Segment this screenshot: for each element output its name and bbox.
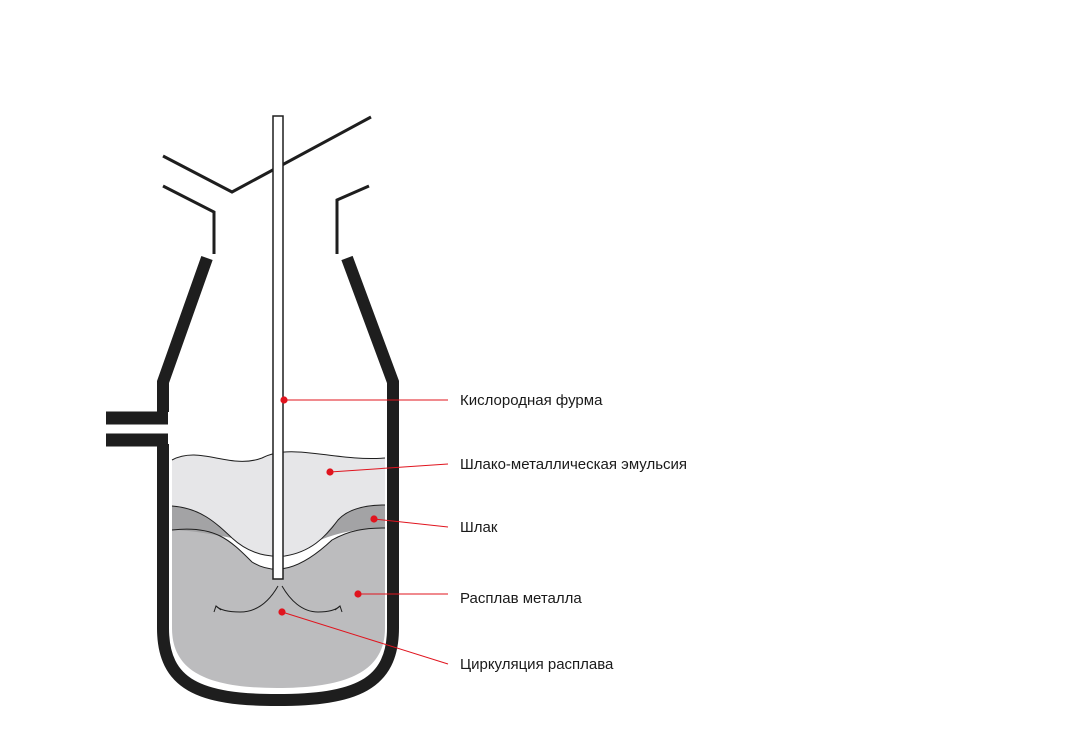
leader-line-emulsion xyxy=(329,463,449,473)
circulation-arrow-left xyxy=(215,585,279,613)
emulsion-top-line xyxy=(171,451,386,462)
label-melt-circulation: Циркуляция расплава xyxy=(460,656,614,673)
metal-melt-region xyxy=(172,528,385,688)
hood-left xyxy=(162,184,216,254)
emulsion-left-line xyxy=(171,505,233,539)
leader-dot-metal-melt xyxy=(354,590,362,598)
vessel-left-lower-wall xyxy=(157,444,278,706)
vessel-left-wall xyxy=(157,255,213,412)
hood-top xyxy=(162,115,372,194)
label-slag: Шлак xyxy=(460,519,498,536)
leader-dot-slag xyxy=(370,515,378,523)
circulation-arrowhead-right xyxy=(334,605,343,613)
leader-dot-emulsion xyxy=(326,468,334,476)
leader-dot-oxygen-lance xyxy=(280,396,288,404)
emulsion-bottom-line xyxy=(231,504,386,557)
circulation-arrowhead-left xyxy=(213,605,222,613)
vessel-right-wall xyxy=(276,255,399,706)
slag-region-right xyxy=(320,505,385,540)
hood-right xyxy=(335,184,370,254)
slag-region-left xyxy=(172,506,232,538)
leader-line-slag xyxy=(373,518,449,528)
label-slag-metal-emulsion: Шлако-металлическая эмульсия xyxy=(460,456,687,473)
label-metal-melt: Расплав металла xyxy=(460,590,582,607)
leader-dot-circulation xyxy=(278,608,286,616)
label-oxygen-lance: Кислородная фурма xyxy=(460,392,603,409)
oxygen-lance xyxy=(272,115,284,580)
leader-line-circulation xyxy=(281,611,449,665)
